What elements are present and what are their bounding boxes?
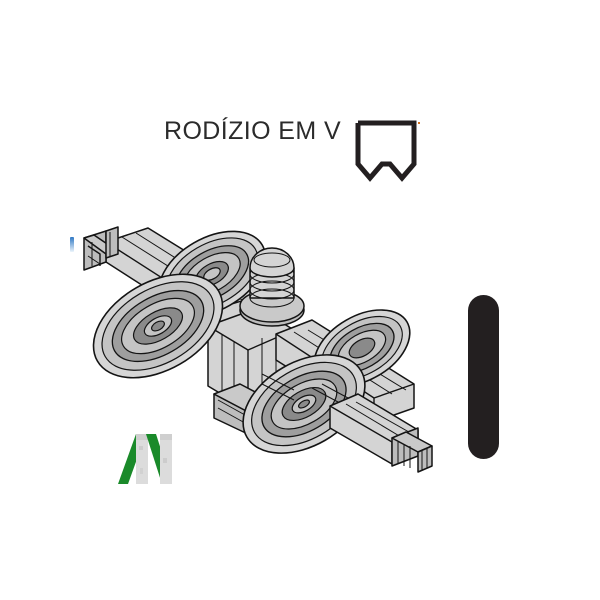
blue-registration-mark bbox=[70, 237, 74, 252]
page-title: RODÍZIO EM V bbox=[164, 117, 342, 145]
v-rail-profile-icon bbox=[352, 116, 428, 184]
v-groove-roller-carriage-drawing: .pl { fill:#d4d4d4; stroke:#141414; stro… bbox=[62, 198, 462, 484]
black-pill-swatch bbox=[468, 295, 499, 459]
brand-logo bbox=[118, 428, 182, 488]
